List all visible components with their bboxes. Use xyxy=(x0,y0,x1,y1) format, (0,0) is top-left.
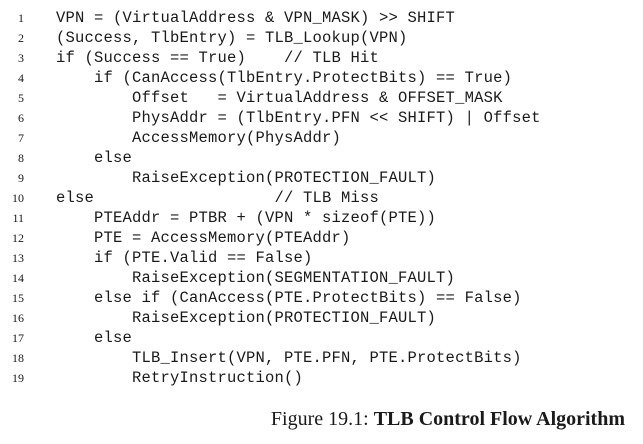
line-code: if (PTE.Valid == False) xyxy=(56,249,313,267)
line-number: 2 xyxy=(18,31,24,45)
code-line: 1 VPN = (VirtualAddress & VPN_MASK) >> SH… xyxy=(0,8,643,28)
line-number: 1 xyxy=(18,11,24,25)
line-number: 5 xyxy=(18,91,24,105)
line-code: (Success, TlbEntry) = TLB_Lookup(VPN) xyxy=(56,29,408,47)
code-line: 15 else if (CanAccess(PTE.ProtectBits) =… xyxy=(0,288,643,308)
code-line: 13 if (PTE.Valid == False) xyxy=(0,248,643,268)
line-number: 13 xyxy=(12,251,24,265)
line-code: AccessMemory(PhysAddr) xyxy=(56,129,342,147)
line-number: 10 xyxy=(12,191,24,205)
line-code: RaiseException(PROTECTION_FAULT) xyxy=(56,169,437,187)
code-line: 19 RetryInstruction() xyxy=(0,368,643,388)
code-listing: 1 VPN = (VirtualAddress & VPN_MASK) >> SH… xyxy=(0,8,643,388)
code-line: 4 if (CanAccess(TlbEntry.ProtectBits) ==… xyxy=(0,68,643,88)
code-line: 12 PTE = AccessMemory(PTEAddr) xyxy=(0,228,643,248)
figure-caption: Figure 19.1: TLB Control Flow Algorithm xyxy=(271,408,625,431)
line-code: if (CanAccess(TlbEntry.ProtectBits) == T… xyxy=(56,69,513,87)
line-code: RaiseException(SEGMENTATION_FAULT) xyxy=(56,269,456,287)
line-code: RetryInstruction() xyxy=(56,369,304,387)
line-code: PTE = AccessMemory(PTEAddr) xyxy=(56,229,351,247)
code-line: 7 AccessMemory(PhysAddr) xyxy=(0,128,643,148)
line-code: RaiseException(PROTECTION_FAULT) xyxy=(56,309,437,327)
line-code: if (Success == True) // TLB Hit xyxy=(56,49,380,67)
line-number: 16 xyxy=(12,311,24,325)
line-number: 17 xyxy=(12,331,24,345)
line-code: TLB_Insert(VPN, PTE.PFN, PTE.ProtectBits… xyxy=(56,349,522,367)
line-code: else if (CanAccess(PTE.ProtectBits) == F… xyxy=(56,289,522,307)
line-number: 7 xyxy=(18,131,24,145)
code-line: 17 else xyxy=(0,328,643,348)
line-code: PhysAddr = (TlbEntry.PFN << SHIFT) | Off… xyxy=(56,109,541,127)
code-line: 5 Offset = VirtualAddress & OFFSET_MASK xyxy=(0,88,643,108)
line-number: 8 xyxy=(18,151,24,165)
line-code: VPN = (VirtualAddress & VPN_MASK) >> SHI… xyxy=(56,9,456,27)
code-line: 16 RaiseException(PROTECTION_FAULT) xyxy=(0,308,643,328)
line-number: 3 xyxy=(18,51,24,65)
line-number: 4 xyxy=(18,71,24,85)
line-number: 11 xyxy=(12,211,24,225)
line-number: 12 xyxy=(12,231,24,245)
line-code: else xyxy=(56,149,133,167)
code-line: 10 else // TLB Miss xyxy=(0,188,643,208)
code-line: 18 TLB_Insert(VPN, PTE.PFN, PTE.ProtectB… xyxy=(0,348,643,368)
code-line: 3 if (Success == True) // TLB Hit xyxy=(0,48,643,68)
figure-caption-label: Figure 19.1: xyxy=(270,408,374,430)
code-line: 8 else xyxy=(0,148,643,168)
code-line: 9 RaiseException(PROTECTION_FAULT) xyxy=(0,168,643,188)
code-line: 14 RaiseException(SEGMENTATION_FAULT) xyxy=(0,268,643,288)
line-code: Offset = VirtualAddress & OFFSET_MASK xyxy=(56,89,503,107)
line-code: else // TLB Miss xyxy=(56,189,380,207)
code-line: 6 PhysAddr = (TlbEntry.PFN << SHIFT) | O… xyxy=(0,108,643,128)
code-line: 2 (Success, TlbEntry) = TLB_Lookup(VPN) xyxy=(0,28,643,48)
line-number: 9 xyxy=(18,171,24,185)
figure-caption-title: TLB Control Flow Algorithm xyxy=(373,408,625,430)
line-code: else xyxy=(56,329,133,347)
line-number: 18 xyxy=(12,351,24,365)
line-number: 14 xyxy=(12,271,24,285)
line-number: 19 xyxy=(12,371,24,385)
line-number: 6 xyxy=(18,111,24,125)
line-number: 15 xyxy=(12,291,24,305)
line-code: PTEAddr = PTBR + (VPN * sizeof(PTE)) xyxy=(56,209,437,227)
code-line: 11 PTEAddr = PTBR + (VPN * sizeof(PTE)) xyxy=(0,208,643,228)
